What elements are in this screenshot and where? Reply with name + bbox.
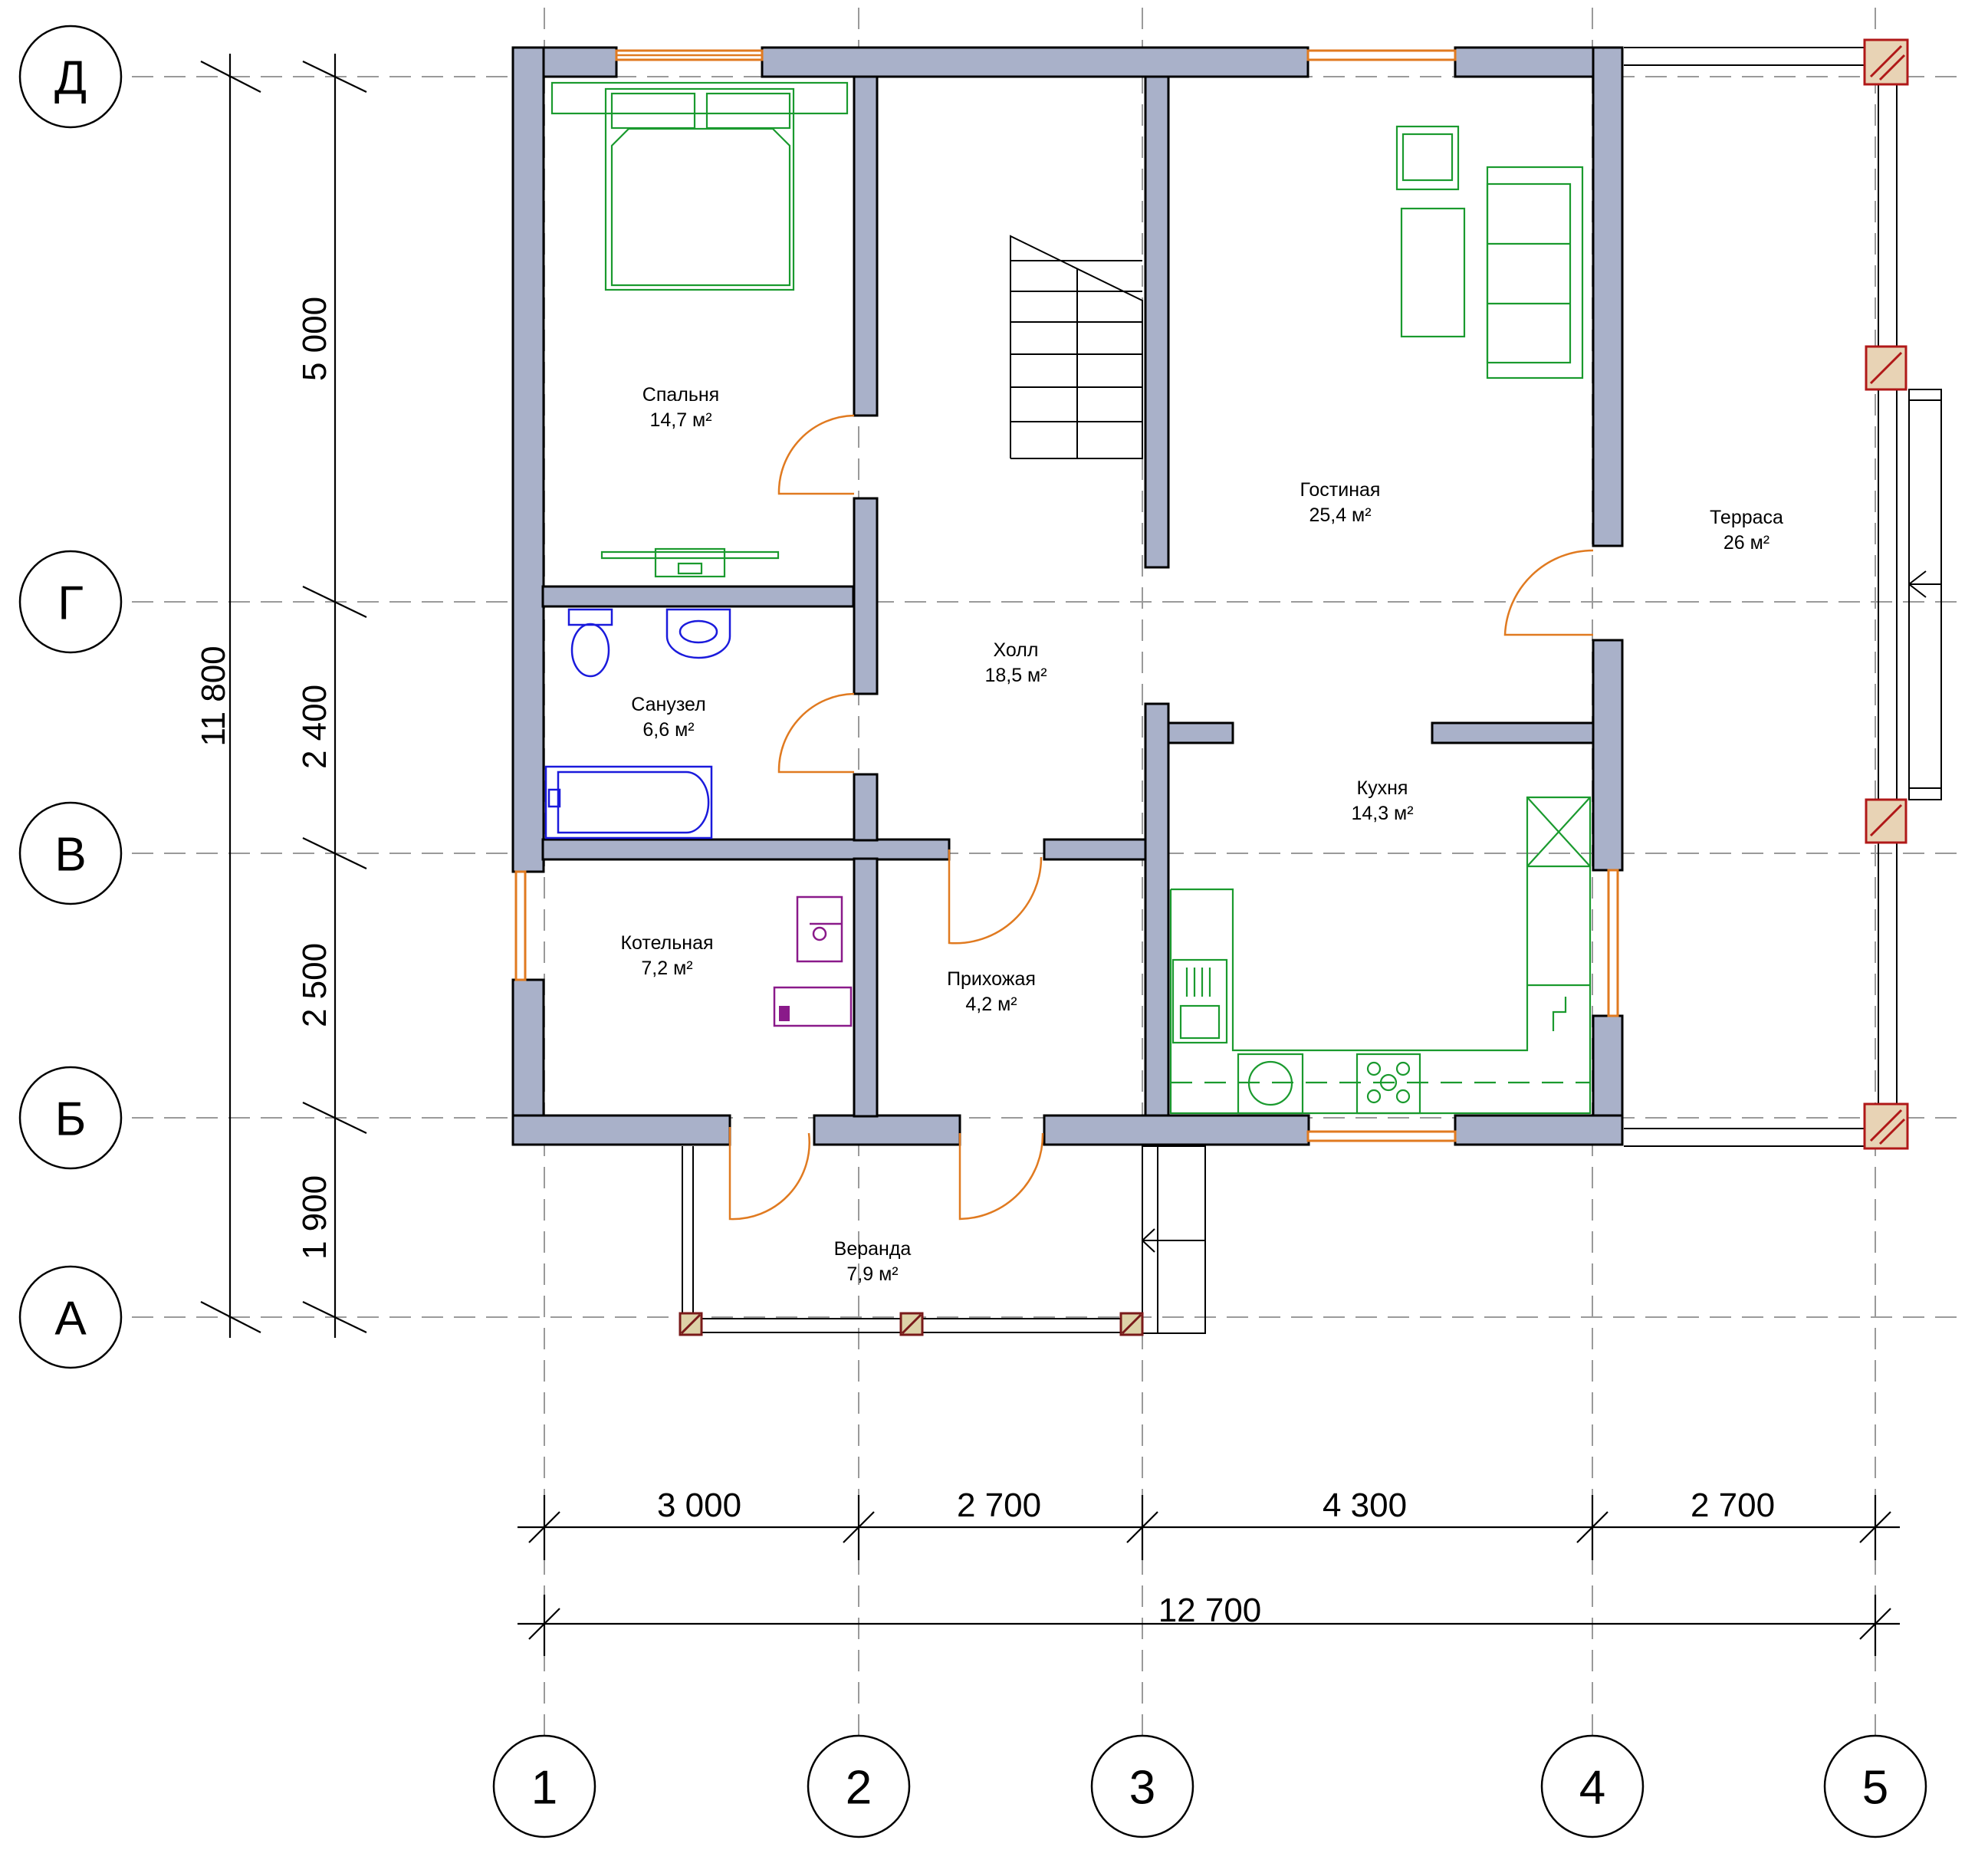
room-name: Прихожая [947,968,1036,990]
axis-bubble-col-4: 4 [1540,1734,1645,1838]
room-labels: Спальня 14,7 м² Санузел 6,6 м² Котельная… [620,384,1783,1285]
column-icon [1863,1102,1909,1150]
room-name: Гостиная [1300,479,1381,501]
room-name: Веранда [834,1238,912,1260]
terrace-deck [1624,47,1942,1147]
room-area: 26 м² [1723,532,1769,554]
column-icon [899,1312,924,1336]
room-label-terrace: Терраса 26 м² [1710,507,1783,554]
dimension-total-horizontal: 12 700 [1158,1592,1262,1629]
walls [511,46,1624,1146]
room-label-veranda: Веранда 7,9 м² [834,1238,912,1285]
room-label-boiler: Котельная 7,2 м² [620,932,713,979]
axis-label: А [54,1293,87,1346]
room-name: Кухня [1357,777,1408,799]
staircase [1010,235,1143,459]
axis-bubble-col-3: 3 [1090,1734,1194,1838]
room-area: 18,5 м² [984,665,1047,686]
axis-bubble-col-2: 2 [807,1734,911,1838]
bathtub-icon [544,765,713,840]
dimension-col-segment-2: 2 700 [957,1487,1041,1524]
boiler-icon [773,895,853,1027]
axis-label: 5 [1862,1762,1888,1815]
axis-label: Д [54,52,87,105]
axis-bubble-row-D: Д [18,25,123,129]
window [1306,1130,1457,1142]
room-label-living: Гостиная 25,4 м² [1300,479,1381,526]
room-area: 25,4 м² [1309,504,1371,526]
dimension-col-segment-3: 4 300 [1323,1487,1407,1524]
room-area: 4,2 м² [965,994,1017,1015]
dimension-col-segment-1: 3 000 [657,1487,741,1524]
axis-label: Б [55,1093,87,1146]
desk-icon [600,547,780,578]
windows [514,49,1619,1142]
dimension-segment-3: 2 500 [296,943,334,1027]
bed-icon [550,81,849,291]
axis-bubble-col-1: 1 [492,1734,596,1838]
axis-bubble-row-B: Б [18,1066,123,1170]
dimension-segment-1: 5 000 [296,297,334,381]
axis-label: Г [58,577,84,630]
axis-label: 2 [846,1762,872,1815]
coffee-table-icon [1400,207,1466,338]
column-icon [1865,798,1907,844]
axis-bubble-col-5: 5 [1823,1734,1927,1838]
sofa-icon [1486,166,1584,380]
dimension-col-segment-4: 2 700 [1691,1487,1775,1524]
axis-label: В [54,829,86,882]
sink-icon [665,608,731,659]
terrace-columns [1863,38,1909,1150]
window [514,870,527,981]
axis-label: 3 [1129,1762,1155,1815]
veranda-deck [682,1145,1206,1334]
axis-label: 4 [1579,1762,1605,1815]
vertical-dimensions: 11 800 5 000 2 400 2 500 1 900 [195,54,367,1338]
room-area: 7,9 м² [846,1263,898,1285]
axis-label: 1 [531,1762,557,1815]
dimension-segment-4: 1 900 [296,1175,334,1260]
column-icon [1119,1312,1144,1336]
fridge-icon [1171,958,1228,1044]
armchair-icon [1395,125,1460,191]
axis-bubble-row-V: В [18,801,123,905]
room-name: Котельная [620,932,713,954]
room-label-hall: Холл 18,5 м² [984,639,1047,686]
grid-axes [100,8,1963,1740]
row-axis-bubbles: Д Г В Б А [18,25,123,1369]
column-icon [1865,345,1907,391]
axis-bubble-row-A: А [18,1265,123,1369]
room-name: Холл [994,639,1039,661]
dimension-segment-2: 2 400 [296,685,334,769]
kitchen-counter-icon [1169,796,1592,1115]
column-icon [1863,38,1909,86]
room-label-bathroom: Санузел 6,6 м² [631,694,705,741]
column-axis-bubbles: 1 2 3 4 5 [492,1734,1927,1838]
room-name: Терраса [1710,507,1783,528]
room-label-kitchen: Кухня 14,3 м² [1351,777,1413,824]
horizontal-dimensions: 3 000 2 700 4 300 2 700 12 700 [518,1487,1900,1656]
veranda-columns [679,1312,1144,1336]
room-name: Спальня [642,384,719,406]
room-area: 7,2 м² [641,958,692,979]
dimension-total-vertical: 11 800 [195,646,232,746]
room-area: 14,7 м² [649,409,711,431]
room-area: 14,3 м² [1351,803,1413,824]
window [1607,869,1619,1017]
column-icon [679,1312,703,1336]
room-name: Санузел [631,694,705,715]
stove-icon [1355,1053,1421,1115]
axis-bubble-row-G: Г [18,550,123,654]
room-label-bedroom: Спальня 14,7 м² [642,384,719,431]
room-label-entry: Прихожая 4,2 м² [947,968,1036,1015]
kitchen-sink-icon [1237,1053,1304,1115]
room-area: 6,6 м² [642,719,694,741]
window [1306,49,1457,61]
toilet-icon [567,608,613,678]
doors [728,414,1594,1221]
